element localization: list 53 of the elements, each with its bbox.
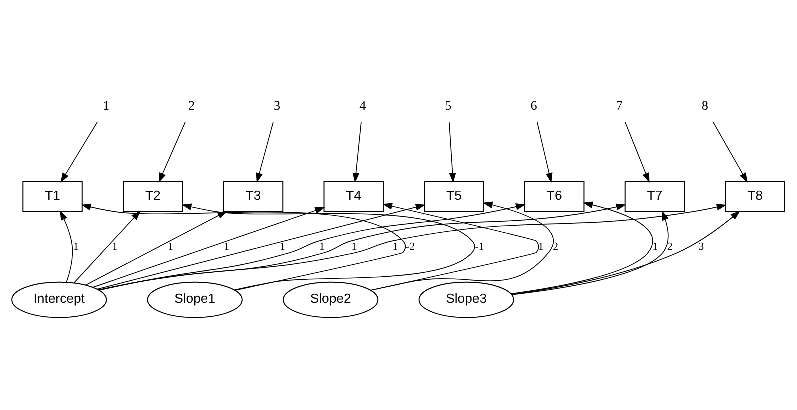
node-box: T2 [123, 181, 184, 212]
edge-label: 1 [538, 240, 544, 253]
node-ellipse: Slope3 [418, 282, 514, 318]
edge-label: 2 [668, 240, 673, 253]
node-box: T7 [624, 181, 686, 212]
node-box: T6 [524, 181, 585, 212]
node-box: T3 [223, 181, 284, 212]
edge-label: 1 [320, 240, 325, 253]
node-box: T8 [725, 181, 786, 212]
edge-label: 1 [224, 240, 230, 253]
node-ellipse: Intercept [12, 282, 108, 318]
edge-label: 1 [652, 240, 658, 253]
edge-label: 1 [280, 240, 286, 253]
arrow [512, 210, 669, 296]
arrow [511, 210, 741, 296]
node-text: 8 [702, 98, 708, 114]
arrow [448, 122, 456, 184]
edge-label: 1 [74, 240, 79, 253]
node-box: T1 [22, 181, 83, 212]
arrow [60, 122, 98, 183]
arrow [60, 210, 74, 283]
arrow [536, 122, 553, 184]
arrow [92, 207, 326, 288]
node-ellipse: Slope1 [147, 282, 243, 318]
edge-label: 1 [112, 240, 118, 253]
arrow [98, 204, 727, 291]
edge-label: 1 [352, 240, 357, 253]
arrow [712, 122, 748, 183]
arrow [256, 122, 274, 184]
arrow [352, 122, 362, 184]
edge-label: 1 [392, 240, 398, 253]
edge-label: -1 [475, 240, 484, 253]
edge-label: 1 [168, 240, 174, 253]
arrow [99, 204, 526, 291]
node-text: 4 [360, 98, 366, 114]
arrow [74, 210, 141, 284]
edge-label: 2 [553, 240, 559, 253]
arrow [510, 202, 654, 294]
node-text: 2 [188, 98, 196, 114]
node-box: T4 [324, 181, 384, 212]
node-text: 3 [274, 98, 281, 114]
edge-label: 3 [698, 240, 704, 253]
arrow [624, 122, 650, 183]
node-text: 7 [616, 98, 623, 114]
edge-label: -2 [406, 240, 416, 253]
arrow [182, 204, 476, 291]
node-text: 5 [445, 98, 452, 114]
node-text: 6 [530, 98, 538, 114]
node-box: T5 [424, 181, 484, 212]
arrow [98, 204, 626, 291]
node-text: 1 [102, 98, 110, 114]
arrow [158, 122, 186, 183]
node-ellipse: Slope2 [283, 282, 379, 318]
